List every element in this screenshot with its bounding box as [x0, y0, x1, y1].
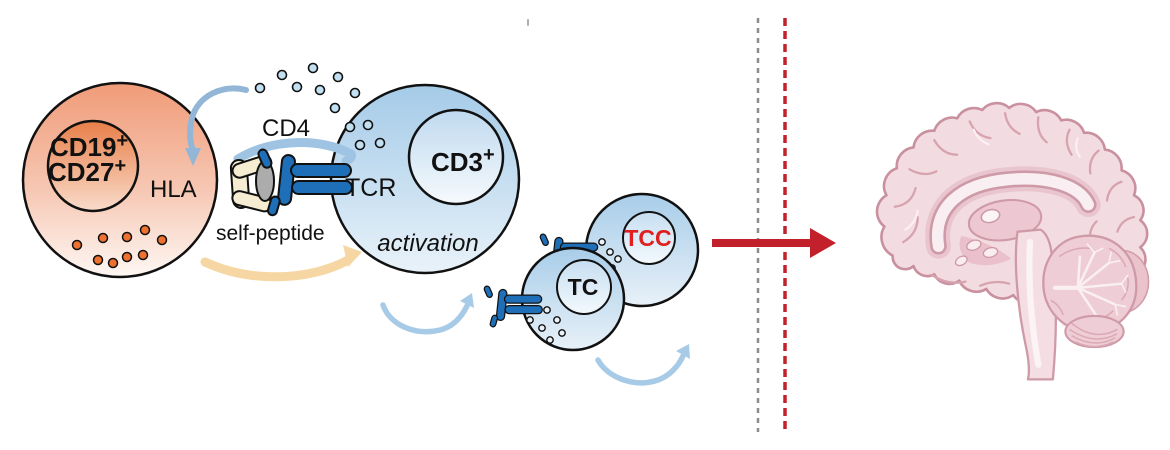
immune-synapse: CD4 TCR self-peptide — [216, 115, 396, 245]
tonsil-striations — [1069, 322, 1118, 348]
tcr-label: TCR — [345, 174, 396, 202]
corpus-callosum — [931, 173, 1094, 252]
hypothalamic-nuclei — [954, 239, 999, 267]
arbor-vitae — [1052, 243, 1129, 330]
uptake-arrow — [185, 85, 249, 166]
stray-mark — [527, 19, 529, 26]
interthalamic-adhesion — [980, 208, 1001, 224]
migration-arrow — [595, 344, 690, 386]
b-cell-nucleus — [46, 119, 140, 213]
t-cell: CD3+ activation — [329, 83, 521, 275]
hla-label: HLA — [150, 176, 197, 203]
b-cell-marker-cd27: CD27+ — [48, 155, 126, 187]
t-cell-nucleus — [407, 108, 505, 206]
t-cell-marker-cd3: CD3+ — [431, 144, 495, 177]
b-cell-marker-cd19: CD19+ — [50, 130, 128, 162]
cd4-label: CD4 — [262, 115, 310, 142]
b-cell: CD19+ CD27+ HLA — [21, 81, 219, 279]
tcc-cell-nucleus — [622, 211, 676, 265]
b-cell-granules — [71, 224, 168, 269]
brain-illustration — [875, 101, 1150, 381]
vesicle-dots — [254, 62, 386, 151]
activation-arrow — [200, 245, 362, 282]
tc-label: TC — [568, 274, 599, 300]
tcc-label: TCC — [624, 225, 671, 251]
tc-cell-nucleus — [556, 259, 612, 315]
transfer-arrow — [712, 228, 836, 258]
cd4-molecule — [233, 138, 356, 166]
self-peptide-label: self-peptide — [216, 222, 325, 245]
tc-cell-dots — [526, 306, 566, 344]
activation-label: activation — [377, 230, 478, 257]
brainstem-highlight — [1026, 238, 1042, 368]
clonal-expansion-arrow — [380, 293, 474, 335]
gyri-highlights — [904, 128, 1081, 231]
cerebellum — [1042, 234, 1138, 349]
t-cell-clones: TCC TC — [482, 192, 700, 352]
